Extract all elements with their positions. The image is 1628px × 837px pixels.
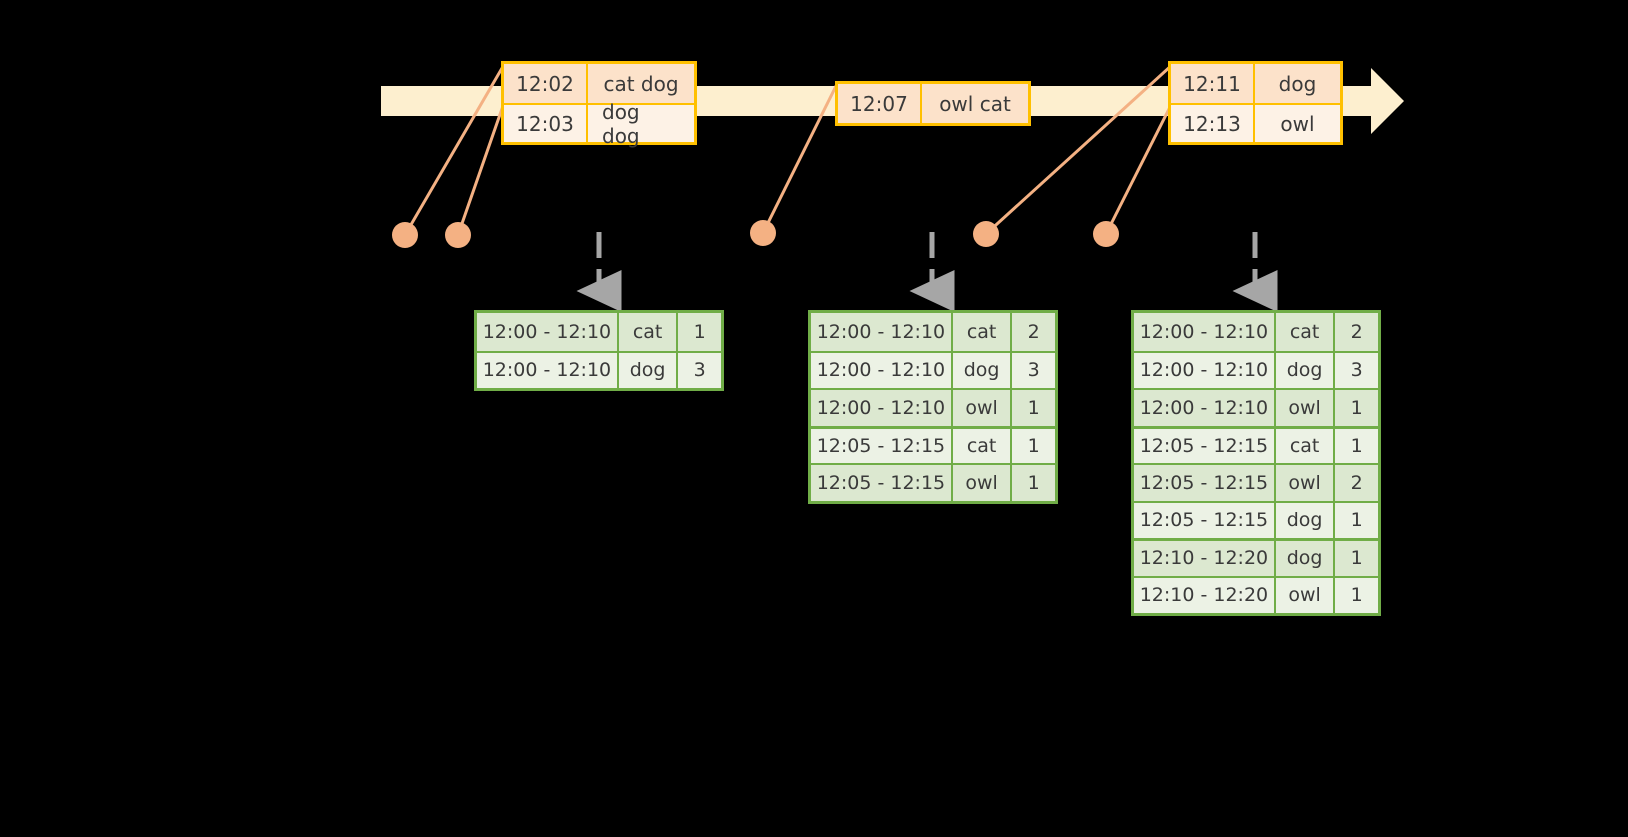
key-cell: dog bbox=[1276, 352, 1336, 388]
timeline-event-row[interactable]: 12:13 owl bbox=[1171, 103, 1340, 142]
window-cell: 12:05 - 12:15 bbox=[811, 465, 953, 501]
window-cell: 12:00 - 12:10 bbox=[1134, 390, 1276, 426]
window-cell: 12:00 - 12:10 bbox=[811, 352, 953, 388]
count-cell: 1 bbox=[693, 320, 706, 343]
window-cell: 12:05 - 12:15 bbox=[1134, 502, 1276, 538]
key-cell: owl bbox=[1276, 577, 1336, 613]
count-cell: 1 bbox=[1350, 434, 1363, 457]
count-cell: 3 bbox=[1350, 359, 1363, 382]
window-cell: 12:05 - 12:15 bbox=[811, 428, 953, 463]
key-cell: owl bbox=[953, 465, 1013, 501]
window-cell: 12:00 - 12:10 bbox=[477, 313, 619, 351]
key-cell: dog bbox=[1276, 541, 1336, 576]
timeline-event-box[interactable]: 12:11 dog 12:13 owl bbox=[1168, 61, 1343, 145]
event-words: dog dog bbox=[602, 99, 640, 148]
event-timestamp: 12:11 bbox=[1171, 64, 1255, 103]
count-cell: 1 bbox=[1027, 434, 1040, 457]
event-source-dot[interactable] bbox=[973, 221, 999, 247]
event-words: dog bbox=[1278, 71, 1317, 96]
timeline-event-box[interactable]: 12:02 cat dog 12:03 dog dog bbox=[501, 61, 697, 148]
event-words: owl cat bbox=[939, 91, 1011, 116]
window-cell: 12:00 - 12:10 bbox=[811, 390, 953, 426]
event-timestamp: 12:13 bbox=[1171, 105, 1255, 142]
connector-line bbox=[456, 102, 506, 236]
flow-arrows bbox=[576, 232, 1278, 313]
timeline-event-row[interactable]: 12:02 cat dog bbox=[504, 64, 694, 103]
window-cell: 12:00 - 12:10 bbox=[1134, 313, 1276, 351]
window-cell: 12:05 - 12:15 bbox=[1134, 428, 1276, 463]
window-cell: 12:00 - 12:10 bbox=[477, 352, 619, 388]
key-cell: owl bbox=[953, 390, 1013, 426]
key-cell: cat bbox=[619, 313, 679, 351]
key-cell: cat bbox=[1276, 313, 1336, 351]
key-cell: dog bbox=[1276, 502, 1336, 538]
key-cell: dog bbox=[953, 352, 1013, 388]
event-timestamp: 12:02 bbox=[504, 64, 588, 103]
connector-line bbox=[761, 81, 840, 234]
count-cell: 1 bbox=[1027, 471, 1040, 494]
count-cell: 1 bbox=[1350, 396, 1363, 419]
event-source-dot[interactable] bbox=[392, 222, 418, 248]
connector-dots bbox=[392, 220, 1119, 248]
event-timestamp: 12:07 bbox=[838, 84, 922, 123]
key-cell: owl bbox=[1276, 465, 1336, 501]
event-source-dot[interactable] bbox=[1093, 221, 1119, 247]
count-cell: 2 bbox=[1027, 320, 1040, 343]
key-cell: cat bbox=[953, 428, 1013, 463]
count-cell: 1 bbox=[1027, 396, 1040, 419]
window-cell: 12:10 - 12:20 bbox=[1134, 541, 1276, 576]
event-source-dot[interactable] bbox=[445, 222, 471, 248]
key-cell: cat bbox=[953, 313, 1013, 351]
event-words: cat dog bbox=[603, 71, 679, 96]
window-cell: 12:00 - 12:10 bbox=[811, 313, 953, 351]
window-cell: 12:10 - 12:20 bbox=[1134, 577, 1276, 613]
count-cell: 1 bbox=[1350, 509, 1363, 532]
connector-line bbox=[1104, 102, 1174, 235]
key-cell: dog bbox=[619, 352, 679, 388]
count-cell: 1 bbox=[1350, 584, 1363, 607]
count-cell: 3 bbox=[693, 359, 706, 382]
connector-line bbox=[403, 62, 507, 236]
count-cell: 2 bbox=[1350, 320, 1363, 343]
timeline-event-row[interactable]: 12:03 dog dog bbox=[504, 99, 694, 148]
key-cell: cat bbox=[1276, 428, 1336, 463]
timeline-event-row[interactable]: 12:11 dog bbox=[1171, 64, 1340, 103]
key-cell: owl bbox=[1276, 390, 1336, 426]
window-cell: 12:05 - 12:15 bbox=[1134, 465, 1276, 501]
count-cell: 3 bbox=[1027, 359, 1040, 382]
timeline-event-box[interactable]: 12:07 owl cat bbox=[835, 81, 1031, 126]
event-words: owl bbox=[1280, 111, 1315, 136]
count-cell: 1 bbox=[1350, 547, 1363, 570]
window-cell: 12:00 - 12:10 bbox=[1134, 352, 1276, 388]
count-cell: 2 bbox=[1350, 471, 1363, 494]
timeline-event-row[interactable]: 12:07 owl cat bbox=[838, 84, 1028, 123]
event-source-dot[interactable] bbox=[750, 220, 776, 246]
event-timestamp: 12:03 bbox=[504, 105, 588, 142]
